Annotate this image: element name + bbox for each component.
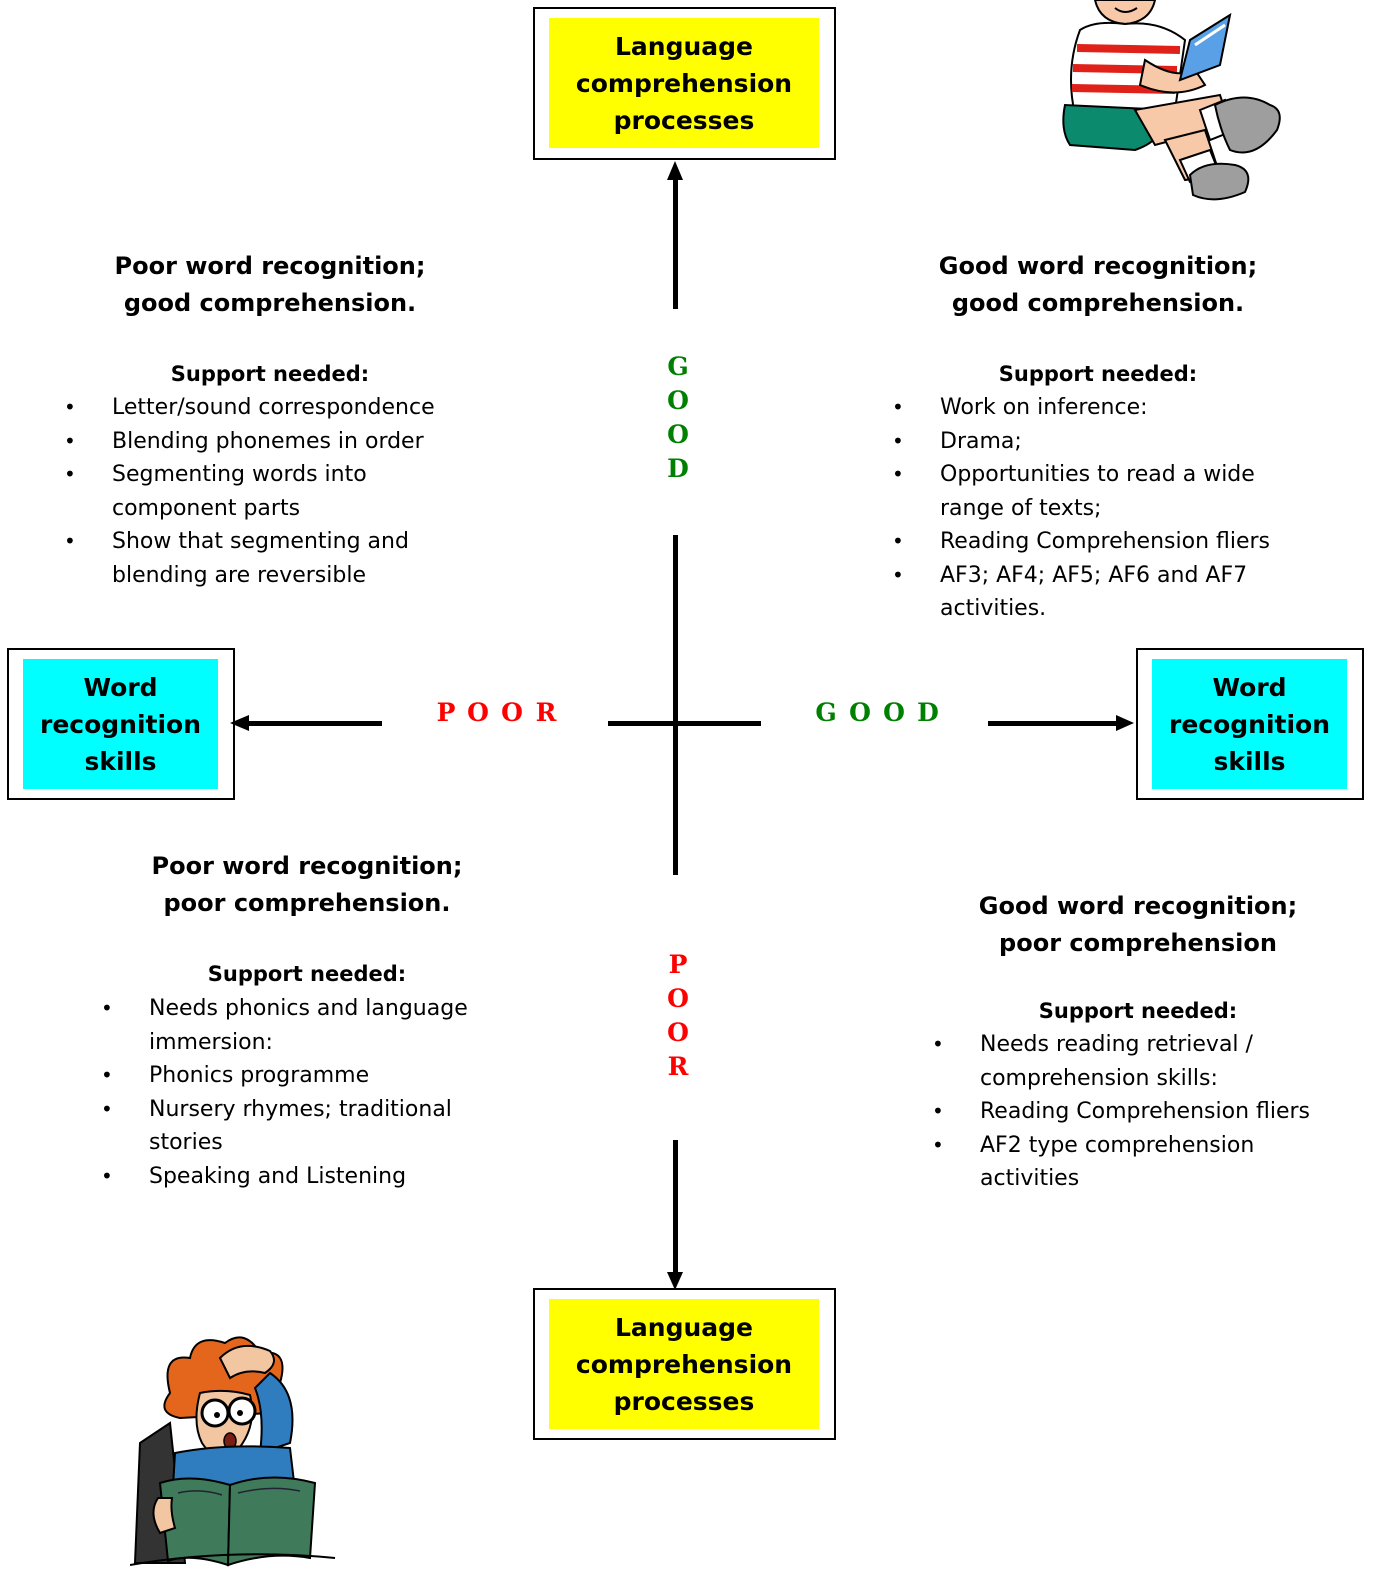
vertical-good-letter: D [667,454,689,483]
heading-line: Poor word recognition; [151,852,463,880]
top-left-heading: Poor word recognition; good comprehensio… [60,248,480,322]
vertical-poor-letter: P [668,950,688,979]
list-item: Reading Comprehension fliers [932,1095,1320,1129]
bottom-right-support-label: Support needed: [1038,999,1238,1023]
list-item: Speaking and Listening [101,1160,479,1194]
horizontal-axis-left-segment [248,721,382,726]
heading-line: poor comprehension [999,929,1277,957]
top-left-support-label: Support needed: [170,362,370,386]
horizontal-good-letter: O [849,698,871,727]
bottom-comprehension-label: Language comprehension processes [549,1299,819,1429]
list-item: Blending phonemes in order [64,425,472,459]
right-arrowhead [1116,715,1134,731]
bottom-right-support-list: Needs reading retrieval / comprehension … [932,1028,1320,1196]
top-left-support-list: Letter/sound correspondence Blending pho… [64,391,472,592]
vertical-axis-top-segment [673,178,678,309]
vertical-good-letter: G [667,352,689,381]
vertical-good-letter: O [667,420,689,449]
list-item: Nursery rhymes; traditional stories [101,1093,469,1160]
vertical-poor-letter: O [667,1018,689,1047]
horizontal-axis-right-segment [988,721,1118,726]
heading-line: good comprehension. [123,289,417,317]
top-right-heading: Good word recognition; good comprehensio… [888,248,1308,322]
top-comprehension-label: Language comprehension processes [549,18,819,148]
heading-line: good comprehension. [951,289,1245,317]
left-arrowhead [230,715,249,731]
left-word-recognition-label: Word recognition skills [23,659,218,789]
down-arrowhead [667,1272,683,1290]
heading-line: poor comprehension. [163,889,451,917]
bottom-left-support-list: Needs phonics and language immersion: Ph… [101,992,479,1194]
horizontal-good-letter: G [815,698,837,727]
list-item: Phonics programme [101,1059,479,1093]
confused-reader-clipart [130,1336,336,1567]
horizontal-poor-letter: R [535,698,557,727]
vertical-axis-bottom-segment [673,1140,678,1274]
list-item: Letter/sound correspondence [64,391,472,425]
bottom-left-support-label: Support needed: [207,962,407,986]
bottom-right-heading: Good word recognition; poor comprehensio… [928,888,1348,962]
horizontal-poor-letter: O [501,698,523,727]
vertical-axis-middle-segment [673,535,678,875]
list-item: Segmenting words into component parts [64,458,392,525]
heading-line: Good word recognition; [978,892,1298,920]
up-arrowhead [667,161,683,180]
vertical-good-letter: O [667,386,689,415]
list-item: Opportunities to read a wide range of te… [892,458,1270,525]
boy-reading-clipart [1062,0,1281,201]
bottom-left-heading: Poor word recognition; poor comprehensio… [97,848,517,922]
list-item: Needs reading retrieval / comprehension … [932,1028,1280,1095]
vertical-poor-letter: O [667,984,689,1013]
top-right-support-label: Support needed: [998,362,1198,386]
horizontal-poor-letter: P [436,698,456,727]
horizontal-good-letter: O [883,698,905,727]
horizontal-good-letter: D [917,698,939,727]
top-right-support-list: Work on inference: Drama; Opportunities … [892,391,1300,626]
horizontal-axis-middle-segment [608,721,761,726]
horizontal-poor-letter: O [467,698,489,727]
list-item: Work on inference: [892,391,1300,425]
list-item: Show that segmenting and blending are re… [64,525,412,592]
vertical-poor-letter: R [667,1052,689,1081]
list-item: Reading Comprehension fliers [892,525,1300,559]
list-item: AF3; AF4; AF5; AF6 and AF7 activities. [892,559,1280,626]
heading-line: Poor word recognition; [114,252,426,280]
right-word-recognition-label: Word recognition skills [1152,659,1347,789]
list-item: Drama; [892,425,1300,459]
list-item: AF2 type comprehension activities [932,1129,1280,1196]
heading-line: Good word recognition; [938,252,1258,280]
list-item: Needs phonics and language immersion: [101,992,469,1059]
